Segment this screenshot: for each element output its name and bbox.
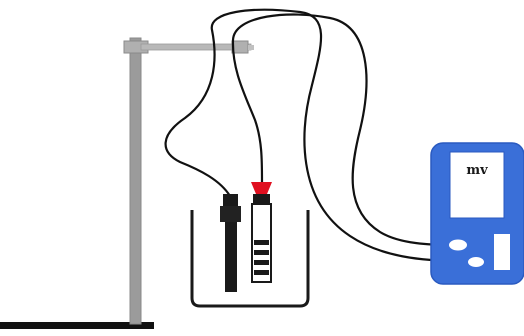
reference-electrode-collar: [220, 206, 241, 222]
reference-electrode-cap: [223, 194, 238, 206]
working-electrode-clip-red: [251, 182, 272, 194]
wires: [164, 8, 474, 263]
beaker: [190, 210, 310, 308]
reference-electrode: [220, 194, 241, 292]
reference-electrode-body: [225, 222, 237, 292]
working-electrode-band: [254, 240, 269, 245]
clamp-holder: [231, 40, 249, 54]
working-electrode: [251, 182, 272, 283]
working-electrode-band: [254, 270, 269, 275]
meter-screen: [449, 151, 505, 219]
stand-base: [0, 322, 154, 329]
working-electrode-connector: [253, 194, 270, 204]
meter-port-lower: [468, 257, 484, 267]
meter-display-text: mv: [466, 163, 488, 178]
working-electrode-band: [254, 260, 269, 265]
clamp-arm-tip: [248, 45, 254, 50]
millivolt-meter: mv: [430, 142, 524, 285]
meter-port-upper: [449, 239, 467, 251]
working-electrode-band: [254, 250, 269, 255]
wire-working: [231, 13, 457, 247]
meter-switch: [494, 234, 510, 270]
stand-rod: [129, 37, 142, 325]
wire-reference: [164, 8, 474, 263]
